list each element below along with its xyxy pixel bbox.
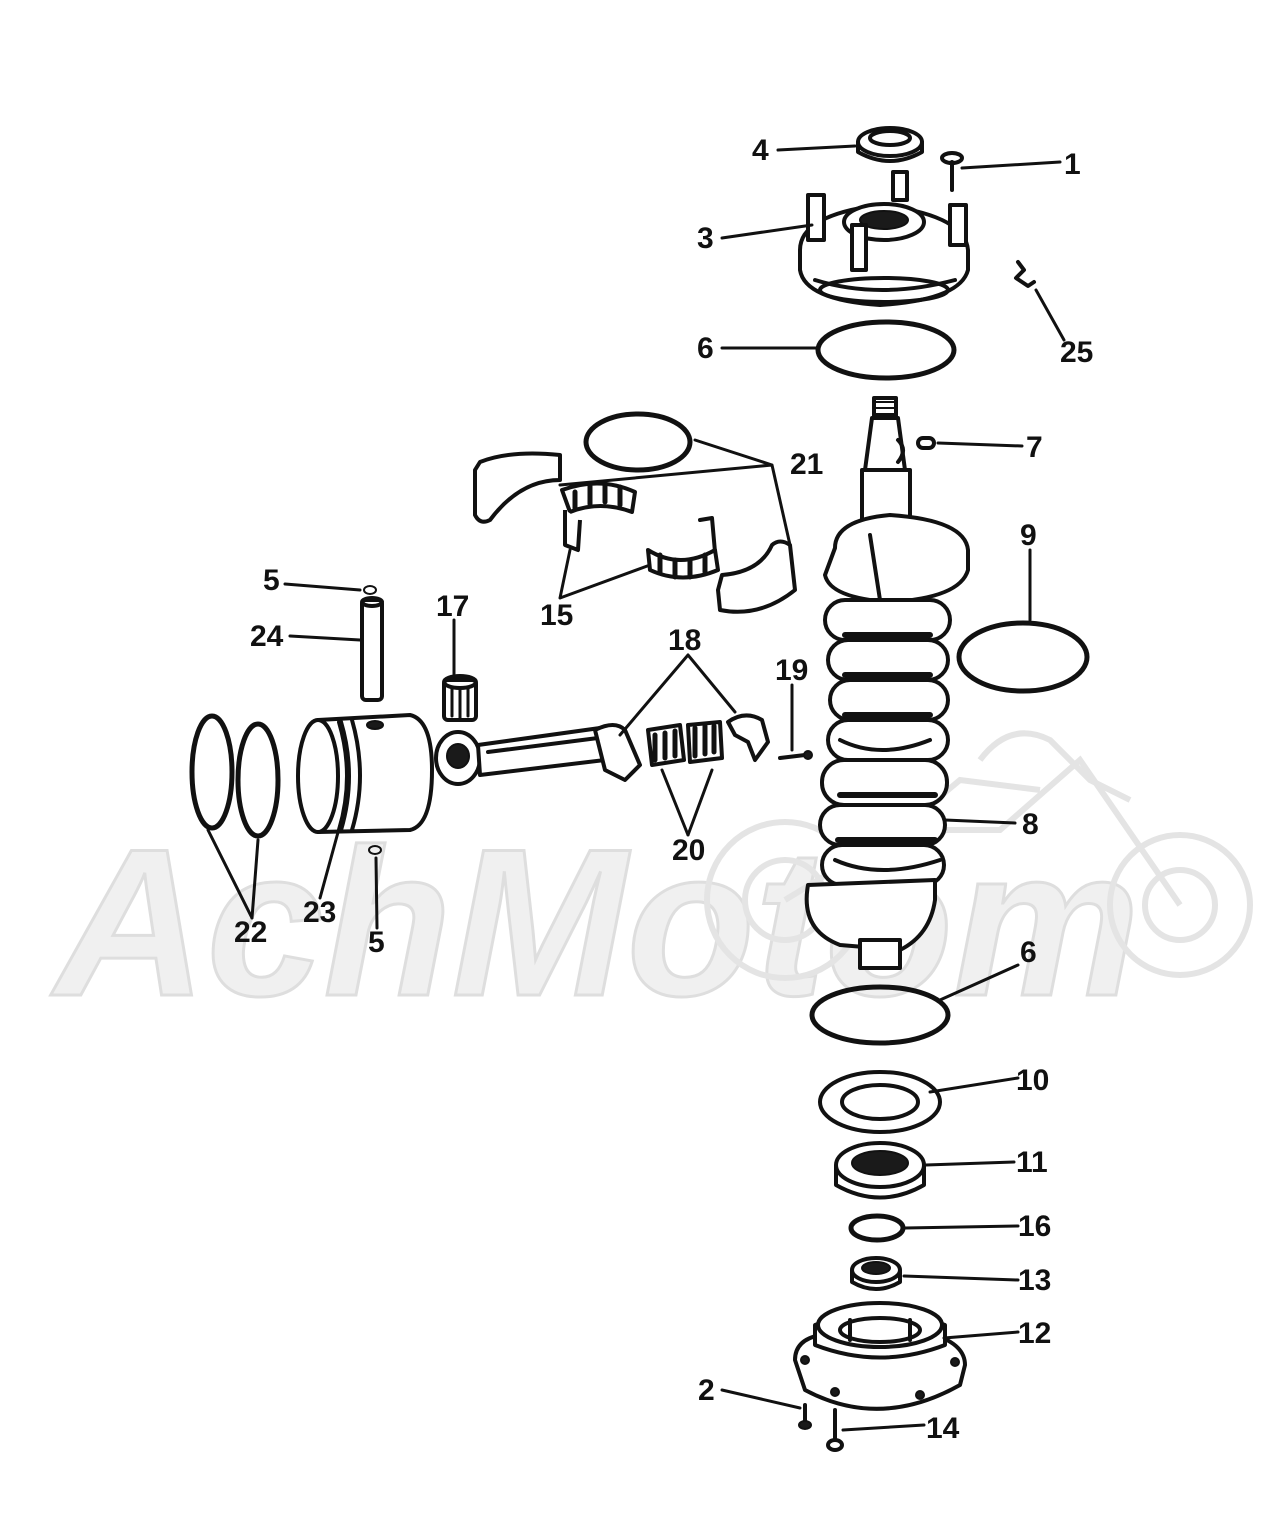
piston-rings-part-22 [189,713,281,839]
callout-19: 19 [775,654,808,687]
callout-7: 7 [1026,431,1043,464]
leader-lines [206,144,1066,1432]
screw-part-19 [778,750,813,760]
o-ring-part-6-lower [809,984,951,1046]
o-ring-part-6-upper [815,319,957,381]
callout-25: 25 [1060,336,1093,369]
callout-8: 8 [1022,808,1039,841]
watermark: AchMotom [49,730,1253,1042]
callout-14: 14 [926,1412,960,1445]
washer-part-10 [818,1070,942,1134]
callout-labels: 1 4 3 25 6 7 21 9 5 17 15 24 18 19 8 20 … [234,134,1093,1445]
connecting-rod-part-18 [434,713,770,786]
callout-6-upper: 6 [697,332,714,365]
callout-18: 18 [668,624,701,657]
callout-10: 10 [1016,1064,1049,1097]
crank-throws [818,598,952,887]
needle-cage-part-15 [560,481,720,580]
callout-23: 23 [303,896,336,929]
crankshaft-part-8 [804,396,970,970]
seal-part-13 [850,1256,902,1291]
callout-15: 15 [540,599,573,632]
lower-bearing-housing-part-12 [793,1301,967,1411]
screw-part-14 [826,1408,844,1452]
piston-pin-part-24 [360,596,384,702]
callout-22: 22 [234,916,267,949]
callout-13: 13 [1018,1264,1051,1297]
callout-5-lower: 5 [368,926,385,959]
retainer-part-5-lower [368,845,382,855]
ring-part-9 [956,620,1090,694]
callout-6-lower: 6 [1020,936,1037,969]
callout-24: 24 [250,620,284,653]
callout-17: 17 [436,590,469,623]
ball-bearing-part-11 [834,1141,926,1200]
seal-part-4 [856,126,924,163]
screw-part-2 [798,1403,812,1430]
callout-11: 11 [1016,1146,1048,1179]
piston-part-23 [296,713,434,834]
callout-2: 2 [698,1374,715,1407]
callout-12: 12 [1018,1317,1051,1350]
clip-part-25 [1014,260,1036,288]
callout-16: 16 [1018,1210,1051,1243]
key-part-7 [916,436,936,450]
callout-20: 20 [672,834,705,867]
callout-3: 3 [697,222,714,255]
screw-part-1 [940,151,964,192]
bearing-housing-part-3 [798,170,970,307]
callout-9: 9 [1020,519,1037,552]
callout-4: 4 [752,134,769,167]
bearing-ring-part-21 [473,411,797,614]
needle-bearing-part-17 [442,674,478,722]
callout-1: 1 [1064,148,1081,181]
retaining-ring-part-16 [848,1213,906,1243]
callout-21: 21 [790,448,823,481]
needle-bearing-part-20 [646,720,724,767]
retainer-part-5-upper [363,585,377,595]
watermark-text: AchMotom [50,805,1140,1040]
callout-5-upper: 5 [263,564,280,597]
